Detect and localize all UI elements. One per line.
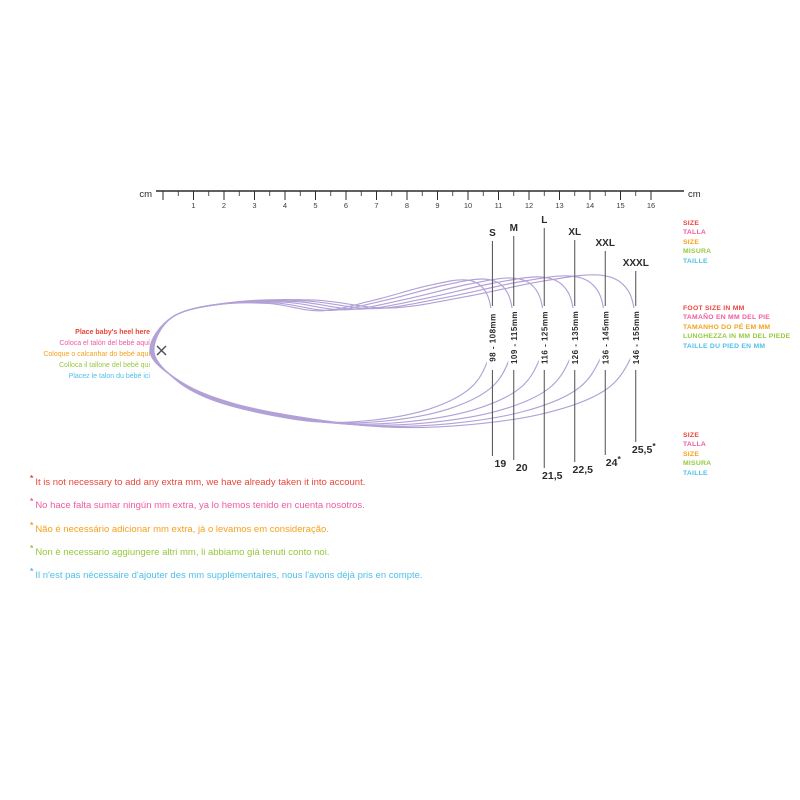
- size-label-bottom-it: MISURA: [683, 460, 712, 468]
- footnotes: *It is not necessary to add any extra mm…: [30, 469, 423, 586]
- footnote-asterisk: *: [30, 496, 34, 507]
- size-column-xxxl: XXXL 146 - 155mm 25,5*: [623, 258, 657, 456]
- heel-instruction-fr: Placez le talon du bébé ici: [68, 373, 150, 380]
- eu-size-label: 19: [495, 458, 507, 470]
- ruler-unit-left: cm: [139, 189, 152, 200]
- size-label: XXL: [596, 238, 615, 249]
- heel-instruction-it: Colloca il tallone del bebè qui: [58, 362, 150, 369]
- foot-size-label-en: FOOT SIZE IN MM: [683, 305, 745, 312]
- eu-size-label: 20: [516, 462, 528, 474]
- size-label: XXXL: [623, 258, 649, 269]
- ruler-number: 2: [222, 201, 226, 210]
- eu-size-label: 21,5: [542, 470, 563, 482]
- heel-instruction-es: Coloca el talón del bebé aquí: [59, 340, 150, 347]
- ruler-number: 7: [374, 201, 378, 210]
- size-label-top-en: SIZE: [683, 220, 700, 227]
- size-column-s: S 98 - 108mm 19: [486, 228, 507, 470]
- size-label-top-it: MISURA: [683, 248, 712, 256]
- footnote-it: *Non è necessario aggiungere altri mm, l…: [30, 539, 423, 562]
- size-label-bottom-en: SIZE: [683, 432, 700, 439]
- mm-range-label: 116 - 125mm: [540, 311, 549, 364]
- footnote-text: Il n'est pas nécessaire d'ajouter des mm…: [35, 570, 423, 582]
- footnote-fr: *Il n'est pas nécessaire d'ajouter des m…: [30, 562, 423, 585]
- ruler-number: 14: [586, 201, 594, 210]
- footnote-asterisk: *: [30, 543, 34, 554]
- mm-range-label: 136 - 145mm: [601, 311, 610, 365]
- size-column-xxl: XXL 136 - 145mm 24*: [596, 238, 622, 469]
- foot-outline-xxxl: [149, 274, 637, 429]
- size-label-top-pt: SIZE: [683, 238, 700, 246]
- footnote-pt: *Não é necessário adicionar mm extra, já…: [30, 516, 423, 539]
- footnote-text: It is not necessary to add any extra mm,…: [35, 477, 366, 489]
- ruler-number: 12: [525, 201, 533, 210]
- size-column-m: M 109 - 115mm 20: [508, 223, 528, 474]
- footnote-text: Non è necessario aggiungere altri mm, li…: [35, 547, 330, 559]
- foot-size-label-pt: TAMANHO DO PÉ EM MM: [683, 323, 771, 331]
- size-label-bottom-es: TALLA: [683, 441, 707, 449]
- size-label-top-es: TALLA: [683, 229, 707, 237]
- ruler-number: 3: [252, 201, 256, 210]
- footnote-text: No hace falta sumar ningún mm extra, ya …: [35, 500, 365, 512]
- footnote-es: *No hace falta sumar ningún mm extra, ya…: [30, 492, 423, 515]
- foot-size-label-es: TAMAÑO EN MM DEL PIE: [683, 314, 771, 322]
- foot-outline-m: [152, 278, 515, 424]
- eu-size-label: 25,5*: [632, 441, 656, 456]
- ruler-number: 10: [464, 201, 472, 210]
- size-label: M: [510, 223, 518, 234]
- ruler-number: 15: [616, 201, 624, 210]
- eu-size-label: 24*: [606, 454, 622, 469]
- size-label-bottom-fr: TAILLE: [683, 469, 708, 477]
- ruler-number: 16: [647, 201, 655, 210]
- ruler-number: 4: [283, 201, 287, 210]
- mm-range-label: 98 - 108mm: [488, 313, 497, 362]
- ruler-number: 13: [555, 201, 563, 210]
- footnote-asterisk: *: [30, 473, 34, 483]
- ruler-number: 1: [191, 201, 195, 210]
- foot-outlines: [149, 274, 637, 429]
- size-label: XL: [568, 227, 581, 238]
- ruler-number: 8: [405, 201, 409, 210]
- ruler-number: 11: [495, 201, 503, 210]
- heel-x-marker: [156, 345, 167, 356]
- foot-size-label-fr: TAILLE DU PIED EN MM: [683, 342, 766, 350]
- footnote-text: Não é necessário adicionar mm extra, já …: [35, 523, 329, 535]
- size-label: L: [541, 215, 547, 226]
- size-label-top-fr: TAILLE: [683, 257, 708, 265]
- ruler-number: 6: [344, 201, 348, 210]
- foot-outline-xxl: [150, 275, 606, 427]
- foot-size-label-it: LUNGHEZZA IN MM DEL PIEDE: [683, 333, 791, 341]
- size-column-xl: XL 126 - 135mm 22,5: [568, 227, 593, 476]
- footnote-en: *It is not necessary to add any extra mm…: [30, 469, 423, 492]
- ruler-unit-right: cm: [688, 189, 701, 200]
- ruler-number: 9: [435, 201, 439, 210]
- footnote-asterisk: *: [30, 519, 34, 530]
- mm-range-label: 146 - 155mm: [632, 311, 641, 365]
- eu-size-label: 22,5: [573, 464, 594, 476]
- ruler-number: 5: [313, 201, 317, 210]
- size-label-bottom-pt: SIZE: [683, 450, 700, 458]
- footnote-asterisk: *: [30, 566, 34, 577]
- mm-range-label: 126 - 135mm: [571, 311, 580, 365]
- heel-instruction-pt: Coloque o calcanhar do bebé aqui: [43, 351, 150, 358]
- foot-outline-l: [152, 277, 545, 425]
- mm-range-label: 109 - 115mm: [510, 311, 519, 364]
- size-column-l: L 116 - 125mm 21,5: [538, 215, 563, 482]
- heel-instruction-en: Place baby's heel here: [75, 329, 150, 336]
- size-label: S: [489, 228, 496, 239]
